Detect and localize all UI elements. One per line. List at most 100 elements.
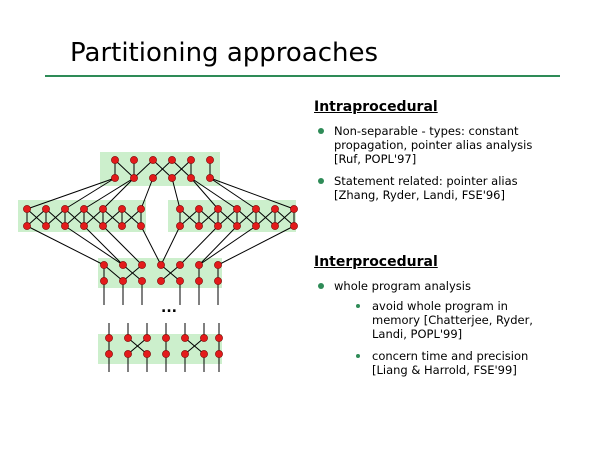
graph-node (130, 174, 138, 182)
graph-node (42, 222, 50, 230)
graph-node (138, 277, 146, 285)
graph-edge (83, 208, 104, 227)
graph-node (168, 156, 176, 164)
graph-node (187, 174, 195, 182)
graph-edge (209, 177, 295, 210)
graph-edge (83, 177, 135, 210)
graph-edge (274, 208, 295, 227)
graph-node (119, 277, 127, 285)
graph-node (181, 350, 189, 358)
graph-node (214, 277, 222, 285)
graph-node (168, 174, 176, 182)
graph-node (215, 350, 223, 358)
interprocedural-list: whole program analysis avoid whole progr… (314, 279, 554, 385)
graph-node (111, 174, 119, 182)
graph-node (124, 334, 132, 342)
sub-bullet-text: avoid whole program in memory [Chatterje… (372, 299, 533, 341)
sub-list: avoid whole program in memory [Chatterje… (334, 299, 554, 377)
list-item: whole program analysis avoid whole progr… (314, 279, 554, 377)
graph-node (206, 156, 214, 164)
graph-edge (171, 159, 192, 179)
region-top (100, 152, 220, 186)
graph-edge (198, 225, 238, 266)
graph-node (214, 205, 222, 213)
graph-node (143, 334, 151, 342)
graph-edge (190, 177, 238, 210)
graph-node (200, 350, 208, 358)
graph-edge (64, 225, 124, 266)
graph-node (271, 222, 279, 230)
list-item: Non-separable - types: constant propagat… (314, 124, 554, 166)
graph-node (138, 261, 146, 269)
graph-node (124, 350, 132, 358)
graph-edge (121, 208, 142, 227)
graph-edge (140, 177, 154, 210)
graph-node (187, 156, 195, 164)
graph-edge (217, 225, 295, 266)
graph-edge (198, 208, 219, 227)
graph-node (157, 261, 165, 269)
graph-edge (152, 159, 173, 179)
graph-node (149, 174, 157, 182)
graph-node (176, 205, 184, 213)
section-heading-interprocedural: Interprocedural (314, 254, 438, 270)
graph-node (176, 277, 184, 285)
graph-node (195, 222, 203, 230)
graph-edge (102, 177, 135, 210)
graph-node (195, 205, 203, 213)
graph-node (143, 350, 151, 358)
graph-node (290, 205, 298, 213)
graph-edge (217, 208, 238, 227)
graph-node (214, 222, 222, 230)
graph-node (290, 222, 298, 230)
graph-node (99, 222, 107, 230)
bullet-text: Statement related: pointer alias [Zhang,… (334, 174, 518, 202)
graph-node (42, 205, 50, 213)
graph-node (252, 205, 260, 213)
graph-edge (160, 264, 181, 282)
graph-node (195, 277, 203, 285)
graph-edge (122, 264, 143, 282)
sub-bullet-icon (356, 304, 360, 308)
graph-node (214, 261, 222, 269)
graph-node (100, 277, 108, 285)
graph-edge (140, 225, 162, 266)
bullet-text: Non-separable - types: constant propagat… (334, 124, 533, 166)
graph-edge (26, 225, 105, 266)
graph-node (61, 205, 69, 213)
graph-node (162, 334, 170, 342)
graph-edge (198, 225, 257, 266)
graph-node (100, 261, 108, 269)
graph-node (149, 156, 157, 164)
graph-node (119, 261, 127, 269)
graph-node (181, 334, 189, 342)
section-heading-intraprocedural: Intraprocedural (314, 99, 438, 115)
graph-edge (102, 225, 143, 266)
graph-node (118, 205, 126, 213)
title-underline (45, 75, 560, 77)
graph-node (215, 334, 223, 342)
graph-edge (127, 337, 148, 355)
bullet-icon (318, 283, 324, 289)
graph-node (61, 222, 69, 230)
graph-edge (255, 208, 276, 227)
graph-edge (160, 225, 181, 266)
graph-node (162, 350, 170, 358)
graph-node (137, 205, 145, 213)
graph-node (105, 334, 113, 342)
graph-edge (114, 159, 135, 179)
graph-edge (179, 208, 200, 227)
slide-title: Partitioning approaches (70, 38, 379, 68)
sub-bullet-icon (356, 354, 360, 358)
graph-edge (179, 225, 219, 266)
graph-node (118, 222, 126, 230)
graph-node (23, 205, 31, 213)
graph-node (206, 174, 214, 182)
graph-edge (45, 208, 66, 227)
graph-edge (83, 225, 124, 266)
graph-node (157, 277, 165, 285)
graph-node (271, 205, 279, 213)
graph-nodes (23, 156, 298, 358)
graph-edge (103, 264, 124, 282)
graph-node (252, 222, 260, 230)
